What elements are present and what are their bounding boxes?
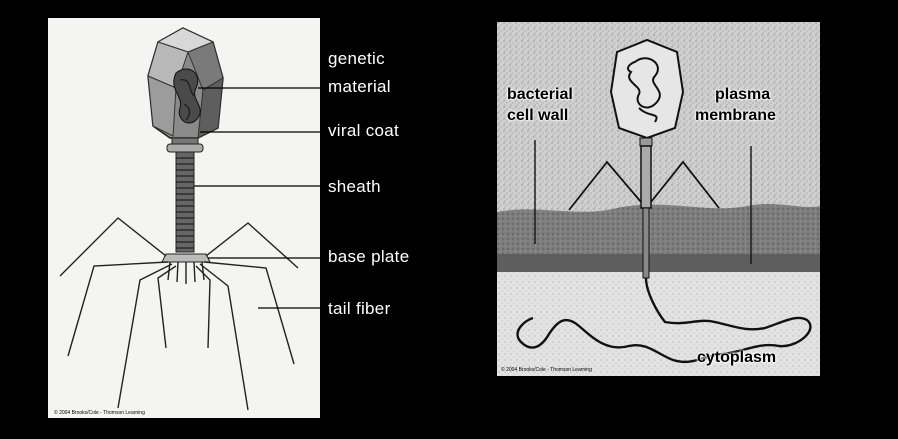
phage-head-attached [611,40,683,138]
plasma-membrane-layer [497,254,820,272]
label-cell-wall: cell wall [507,106,568,125]
label-genetic: genetic [328,48,385,70]
label-tail-fiber: tail fiber [328,298,391,320]
label-bacterial: bacterial [507,85,573,104]
label-cytoplasm: cytoplasm [697,348,776,367]
infection-panel: bacterial cell wall plasma membrane cyto… [497,22,820,376]
left-copyright: © 2004 Brooks/Cole - Thomson Learning [54,410,145,416]
right-copyright: © 2004 Brooks/Cole - Thomson Learning [501,367,592,373]
cell-wall-layer [497,204,820,262]
phage-structure-panel: © 2004 Brooks/Cole - Thomson Learning [48,18,320,418]
label-sheath: sheath [328,176,381,198]
label-plasma: plasma [715,85,770,104]
label-viral-coat: viral coat [328,120,399,142]
phage-collar [167,138,203,152]
label-membrane: membrane [695,106,776,125]
phage-base-plate [162,254,210,284]
phage-head [148,28,223,138]
infection-drawing [497,22,820,376]
label-material: material [328,76,391,98]
label-base-plate: base plate [328,246,409,268]
phage-sheath [176,152,194,252]
phage-structure-drawing [48,18,320,418]
